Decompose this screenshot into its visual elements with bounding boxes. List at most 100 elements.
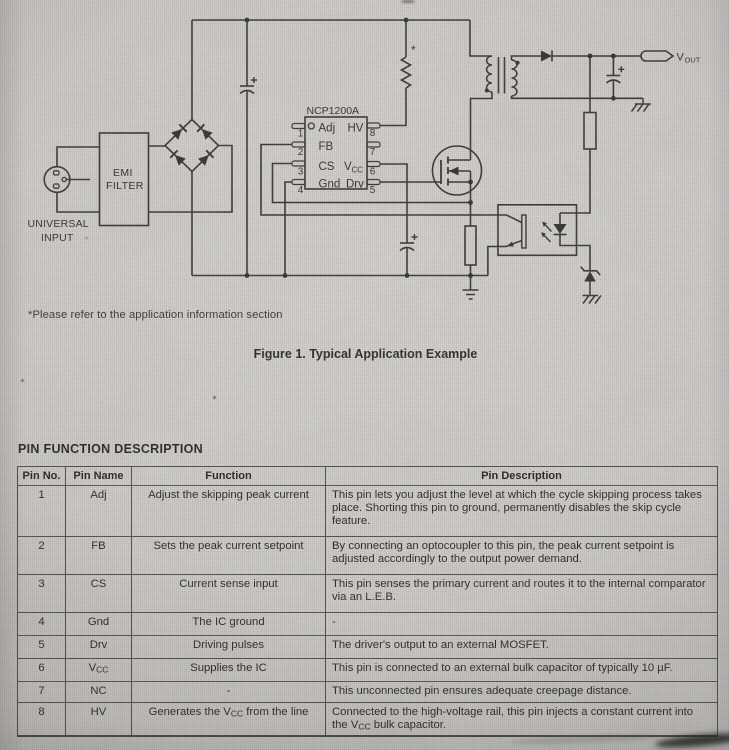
cell-pin-no: 2 (17, 536, 66, 575)
bridge-rectifier-diamond (163, 118, 220, 173)
cell-description: The driver's output to an external MOSFE… (325, 635, 718, 659)
pin-number-7: 7 (370, 147, 376, 158)
table-row-pin7: 7 NC - This unconnected pin ensures adeq… (17, 681, 718, 703)
function-sub: CC (230, 708, 244, 719)
vout-tag (640, 50, 675, 62)
wire-vcc-pin (380, 163, 408, 243)
cell-pin-name: VCC (65, 658, 132, 682)
description-sub: CC (358, 721, 371, 732)
zener-triangle (584, 271, 596, 282)
opto-emitter-arrow (506, 241, 514, 247)
table-row-pin2: 2 FB Sets the peak current setpoint By c… (17, 536, 718, 575)
sense-resistor (464, 225, 477, 266)
schematic-labels: UNIVERSAL INPUT EMI FILTER NCP1200A Adj … (28, 43, 701, 244)
cell-pin-no: 7 (17, 681, 66, 703)
output-ground-symbol (630, 98, 651, 112)
zener-ground-symbol (582, 281, 602, 304)
header-pin-no: Pin No. (17, 466, 66, 486)
wire-primary-top (469, 20, 492, 57)
vout-label-main: V (677, 52, 685, 64)
vout-label-sub: OUT (685, 56, 701, 65)
pin-number-5: 5 (370, 185, 376, 196)
cell-pin-no: 1 (17, 485, 66, 537)
cell-function: Generates the VCC from the line (131, 702, 326, 736)
function-pre: Generates the V (148, 706, 231, 718)
header-pin-description: Pin Description (325, 466, 718, 486)
table-row-pin5: 5 Drv Driving pulses The driver's output… (17, 635, 718, 659)
junction-dot (611, 95, 616, 101)
wire-hv-resistor-bottom (380, 88, 407, 127)
pin-number-3: 3 (298, 167, 304, 178)
header-pin-name: Pin Name (65, 466, 132, 486)
optocoupler-transistor-base-bar (521, 214, 527, 249)
ic-pin4-stub (291, 178, 306, 186)
junction-dot (244, 17, 250, 23)
cell-description: By connecting an optocoupler to this pin… (325, 536, 718, 575)
plus-polarity-bulk-cap (251, 77, 257, 83)
pin-number-2: 2 (298, 147, 304, 158)
junction-dot (611, 53, 616, 59)
ic-label-hv: HV (348, 123, 364, 135)
wire-emi-to-bridge-bottom (148, 144, 233, 213)
ic-pin5-stub (366, 178, 381, 186)
input-label-line2: INPUT (41, 232, 74, 244)
pin-number-1: 1 (298, 129, 304, 140)
cell-description: This pin senses the primary current and … (325, 574, 718, 613)
photo-speck (401, 0, 415, 3)
cell-function: Driving pulses (131, 635, 326, 659)
table-row-pin4: 4 Gnd The IC ground - (17, 612, 718, 636)
junction-dot (468, 273, 473, 278)
cell-description: - (325, 612, 718, 636)
transformer-primary-winding (485, 55, 493, 93)
photo-speck (213, 396, 216, 399)
table-row-pin6: 6 VCC Supplies the IC This pin is connec… (17, 658, 718, 682)
cell-pin-name: Adj (65, 485, 132, 537)
ic-pin1-marker (307, 122, 315, 130)
ic-label-cs: CS (319, 161, 335, 173)
ic-label-fb: FB (319, 141, 334, 153)
junction-dot (468, 179, 473, 185)
header-function: Function (131, 466, 326, 486)
ic-label-drv: Drv (346, 179, 364, 191)
mosfet-body-arrow (448, 166, 459, 176)
photo-speck (85, 237, 88, 239)
cell-pin-name: NC (65, 681, 132, 703)
plug-prong-top (52, 170, 60, 176)
plus-polarity-vcc-cap (411, 234, 418, 240)
plug-prong-right (61, 176, 67, 183)
ic-label-vcc-sub: CC (352, 166, 364, 175)
ic-pin3-stub (291, 160, 306, 167)
wire-opto-emitter-to-ground (487, 239, 523, 276)
wire-plug-top (56, 146, 100, 167)
cell-description: This unconnected pin ensures adequate cr… (325, 681, 718, 703)
wire-secondary-top (510, 55, 541, 60)
cell-pin-name: Gnd (65, 612, 132, 636)
table-header-row: Pin No. Pin Name Function Pin Descriptio… (17, 466, 718, 486)
input-label-line1: UNIVERSAL (28, 218, 89, 230)
cell-pin-name: CS (65, 574, 132, 613)
cell-pin-no: 5 (17, 635, 66, 659)
application-note: *Please refer to the application informa… (28, 309, 283, 321)
ic-title: NCP1200A (307, 105, 360, 117)
wire-fbres-bottom (560, 149, 591, 214)
emi-label-line1: EMI (113, 167, 133, 179)
schematic-filled-symbols (169, 17, 616, 282)
secondary-phase-dot (515, 60, 520, 65)
cell-pin-no: 4 (17, 612, 66, 636)
cell-description: Connected to the high-voltage rail, this… (325, 702, 718, 736)
pin-number-4: 4 (298, 185, 304, 196)
cell-pin-no: 8 (17, 702, 66, 736)
pin-number-8: 8 (370, 128, 376, 139)
wire-led-to-zener (559, 234, 591, 271)
cell-function: The IC ground (131, 612, 326, 636)
junction-dot (282, 273, 288, 278)
pin-name-sub: CC (96, 664, 109, 675)
ic-label-adj: Adj (319, 123, 336, 135)
wire-plug-bottom (56, 192, 100, 213)
cell-function: Sets the peak current setpoint (131, 536, 326, 575)
function-post: from the line (243, 706, 309, 718)
hv-startup-resistor (399, 56, 413, 89)
wire-gnd-pin (284, 181, 292, 276)
